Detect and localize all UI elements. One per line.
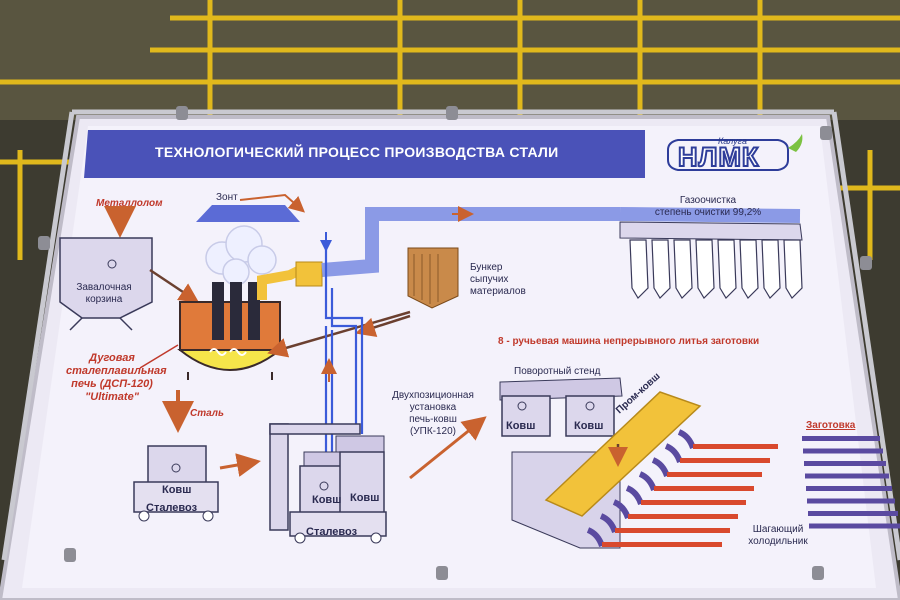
label-kovsh-turret-2: Ковш (574, 420, 604, 432)
label-kovsh-left: Ковш (162, 484, 192, 496)
hood-flow-arrow (239, 193, 305, 213)
ukp-station (269, 423, 387, 544)
label-turret: Поворотный стенд (514, 366, 601, 377)
billet-cooled (808, 511, 898, 516)
label-kovsh-ukp-2: Ковш (350, 492, 380, 504)
title-banner (84, 130, 645, 178)
label-caster-title: 8 - ручьевая машина непрерывного литья з… (498, 336, 760, 347)
logo-city: Калуга (718, 136, 748, 146)
strand-curve (586, 527, 605, 548)
billet-red (654, 486, 754, 491)
exhaust-elbow (295, 261, 323, 287)
billet-red (680, 458, 770, 463)
basket-to-furnace-arrow (149, 268, 200, 303)
ladle-car-left (133, 445, 219, 522)
billet-cooled (809, 523, 900, 529)
strand-curve (677, 429, 696, 450)
billet-red (615, 528, 730, 533)
billet-cooled (804, 461, 886, 466)
billet-cooled (806, 486, 892, 491)
billet-cooled (802, 436, 880, 441)
billet-cooled (805, 473, 889, 479)
label-zont: Зонт (216, 192, 238, 203)
bunker-to-furnace-arrow (267, 310, 411, 358)
logo-name: НЛМК (677, 141, 760, 173)
label-stalevoz-left: Сталевоз (146, 502, 198, 514)
strand-curve (664, 443, 683, 464)
billet-red (693, 444, 778, 449)
strand-curve (612, 499, 631, 520)
gas-duct (321, 207, 620, 277)
billet-red (602, 542, 722, 547)
label-kovsh-ukp-1: Ковш (312, 494, 342, 506)
basket-hook-icon (107, 259, 117, 269)
hood (196, 205, 300, 222)
gas-cleaning-filter (619, 221, 803, 299)
bunker (407, 247, 459, 309)
ukp-to-caster-arrow (409, 416, 487, 480)
smoke-cloud (205, 225, 277, 286)
strand-curve (651, 457, 670, 478)
billets-cooler (802, 436, 900, 529)
billet-red (667, 472, 762, 477)
label-billet: Заготовка (806, 420, 856, 431)
logo-frame (667, 139, 789, 171)
billets-red (602, 444, 778, 547)
strand-curve (625, 485, 644, 506)
rail-clamps (38, 106, 872, 580)
charging-basket (59, 237, 153, 319)
page-title: ТЕХНОЛОГИЧЕСКИЙ ПРОЦЕСС ПРОИЗВОДСТВА СТА… (155, 144, 559, 160)
bunker-to-ukp-arrow (355, 314, 411, 337)
billet-red (641, 500, 746, 505)
arc-furnace (177, 282, 283, 380)
label-kovsh-turret-1: Ковш (506, 420, 536, 432)
label-stal: Сталь (190, 408, 224, 419)
label-metallolom: Металлолом (96, 198, 163, 209)
car-to-ukp-arrow (219, 453, 261, 477)
strand-curve (638, 471, 657, 492)
strand-curve (599, 513, 618, 534)
label-stalevoz-ukp: Сталевоз (306, 526, 358, 538)
billet-cooled (803, 448, 883, 454)
caster-strands (586, 429, 696, 548)
billet-red (628, 514, 738, 519)
billet-cooled (807, 498, 895, 504)
yellow-railing (0, 0, 900, 260)
logo-leaf-icon (788, 134, 803, 152)
furnace-leader-line (139, 344, 179, 369)
